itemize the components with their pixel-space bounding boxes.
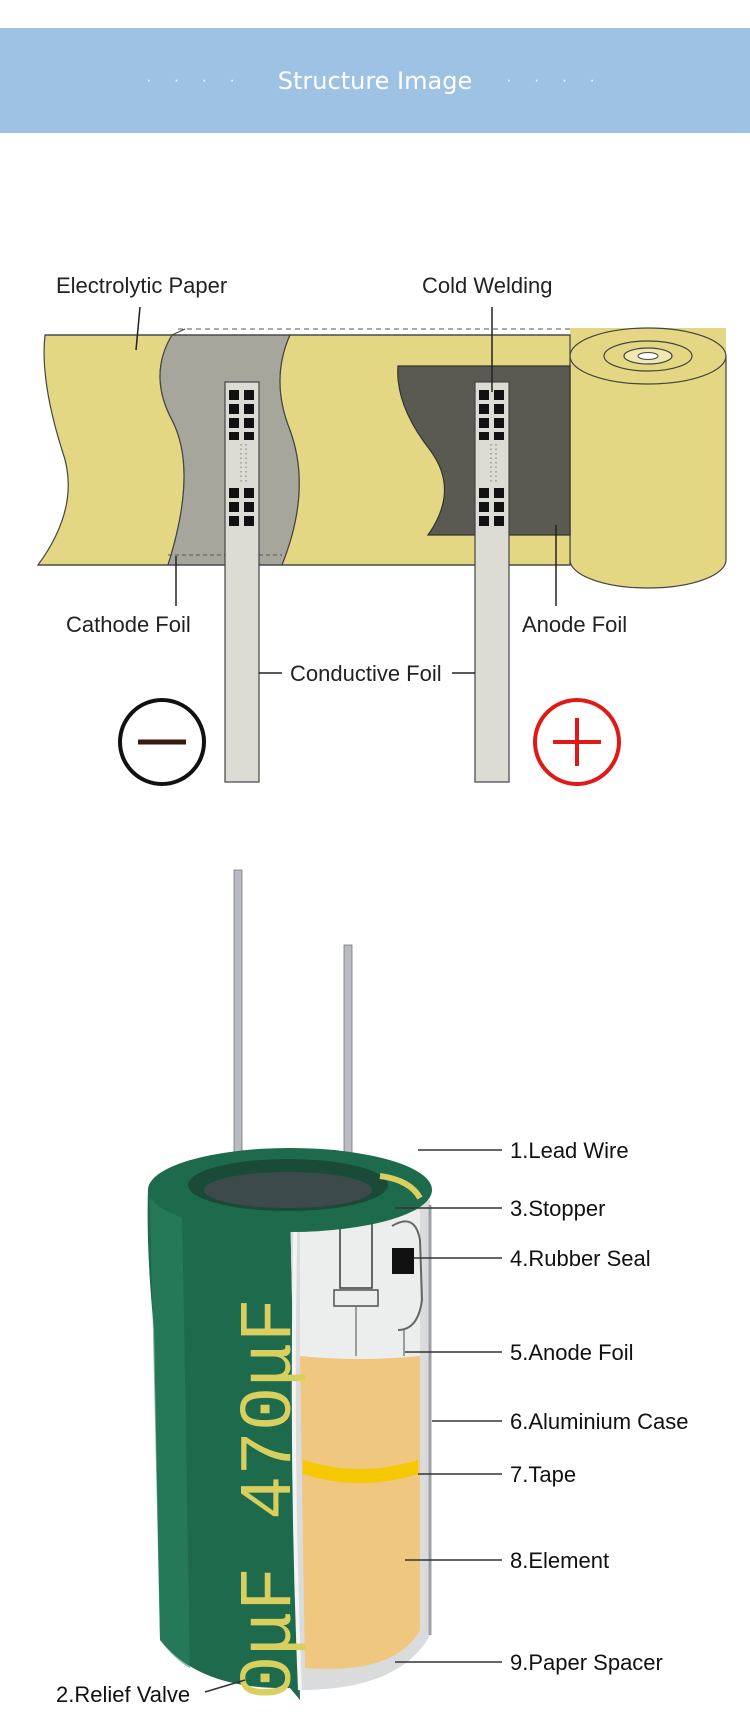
lead-wire-short: [343, 944, 353, 1181]
decorative-dots-left: · · · ·: [146, 71, 244, 89]
decorative-dots-right: · · · ·: [506, 71, 604, 89]
positive-symbol-icon: [533, 698, 621, 786]
label-stopper: 3.Stopper: [510, 1196, 605, 1221]
label-lead-wire: 1.Lead Wire: [510, 1138, 629, 1163]
negative-symbol-icon: [118, 698, 206, 786]
label-tape: 7.Tape: [510, 1462, 576, 1487]
capacitor-cutaway-diagram: 470μF 0μF 1.Lead Wire 3.Stopper 4.Rubber…: [56, 869, 689, 1707]
label-conductive-foil: Conductive Foil: [290, 661, 442, 686]
label-anode-foil: Anode Foil: [522, 612, 627, 637]
header-banner: · · · · Structure Image · · · ·: [0, 28, 750, 133]
part-leader-lines: [204, 1149, 502, 1693]
negative-conductive-tab: [224, 381, 260, 783]
label-relief-valve: 2.Relief Valve: [56, 1682, 190, 1707]
label-paper-spacer: 9.Paper Spacer: [510, 1650, 663, 1675]
paper-roll-bottom: [569, 559, 727, 589]
lead-wire-long: [233, 869, 243, 1181]
element-tape: [303, 1460, 418, 1483]
label-cold-welding: Cold Welding: [422, 273, 552, 298]
capacitance-print: 470μF: [229, 1298, 313, 1520]
positive-conductive-tab: [474, 381, 510, 783]
label-rubber-seal: 4.Rubber Seal: [510, 1246, 651, 1271]
capacitor-element: [300, 1356, 420, 1669]
foil-winding-diagram: Electrolytic Paper Cold Welding Cathode …: [36, 273, 727, 786]
positive-weld-pattern: [479, 390, 504, 526]
negative-weld-pattern: [229, 390, 254, 526]
label-aluminium-case: 6.Aluminium Case: [510, 1409, 689, 1434]
capacitance-print-bottom: 0μF: [229, 1567, 313, 1700]
page-title: Structure Image: [277, 66, 473, 95]
label-element: 8.Element: [510, 1548, 609, 1573]
label-anode-foil-part: 5.Anode Foil: [510, 1340, 634, 1365]
label-electrolytic-paper: Electrolytic Paper: [56, 273, 227, 298]
label-cathode-foil: Cathode Foil: [66, 612, 191, 637]
rubber-seal-part: [392, 1248, 414, 1274]
